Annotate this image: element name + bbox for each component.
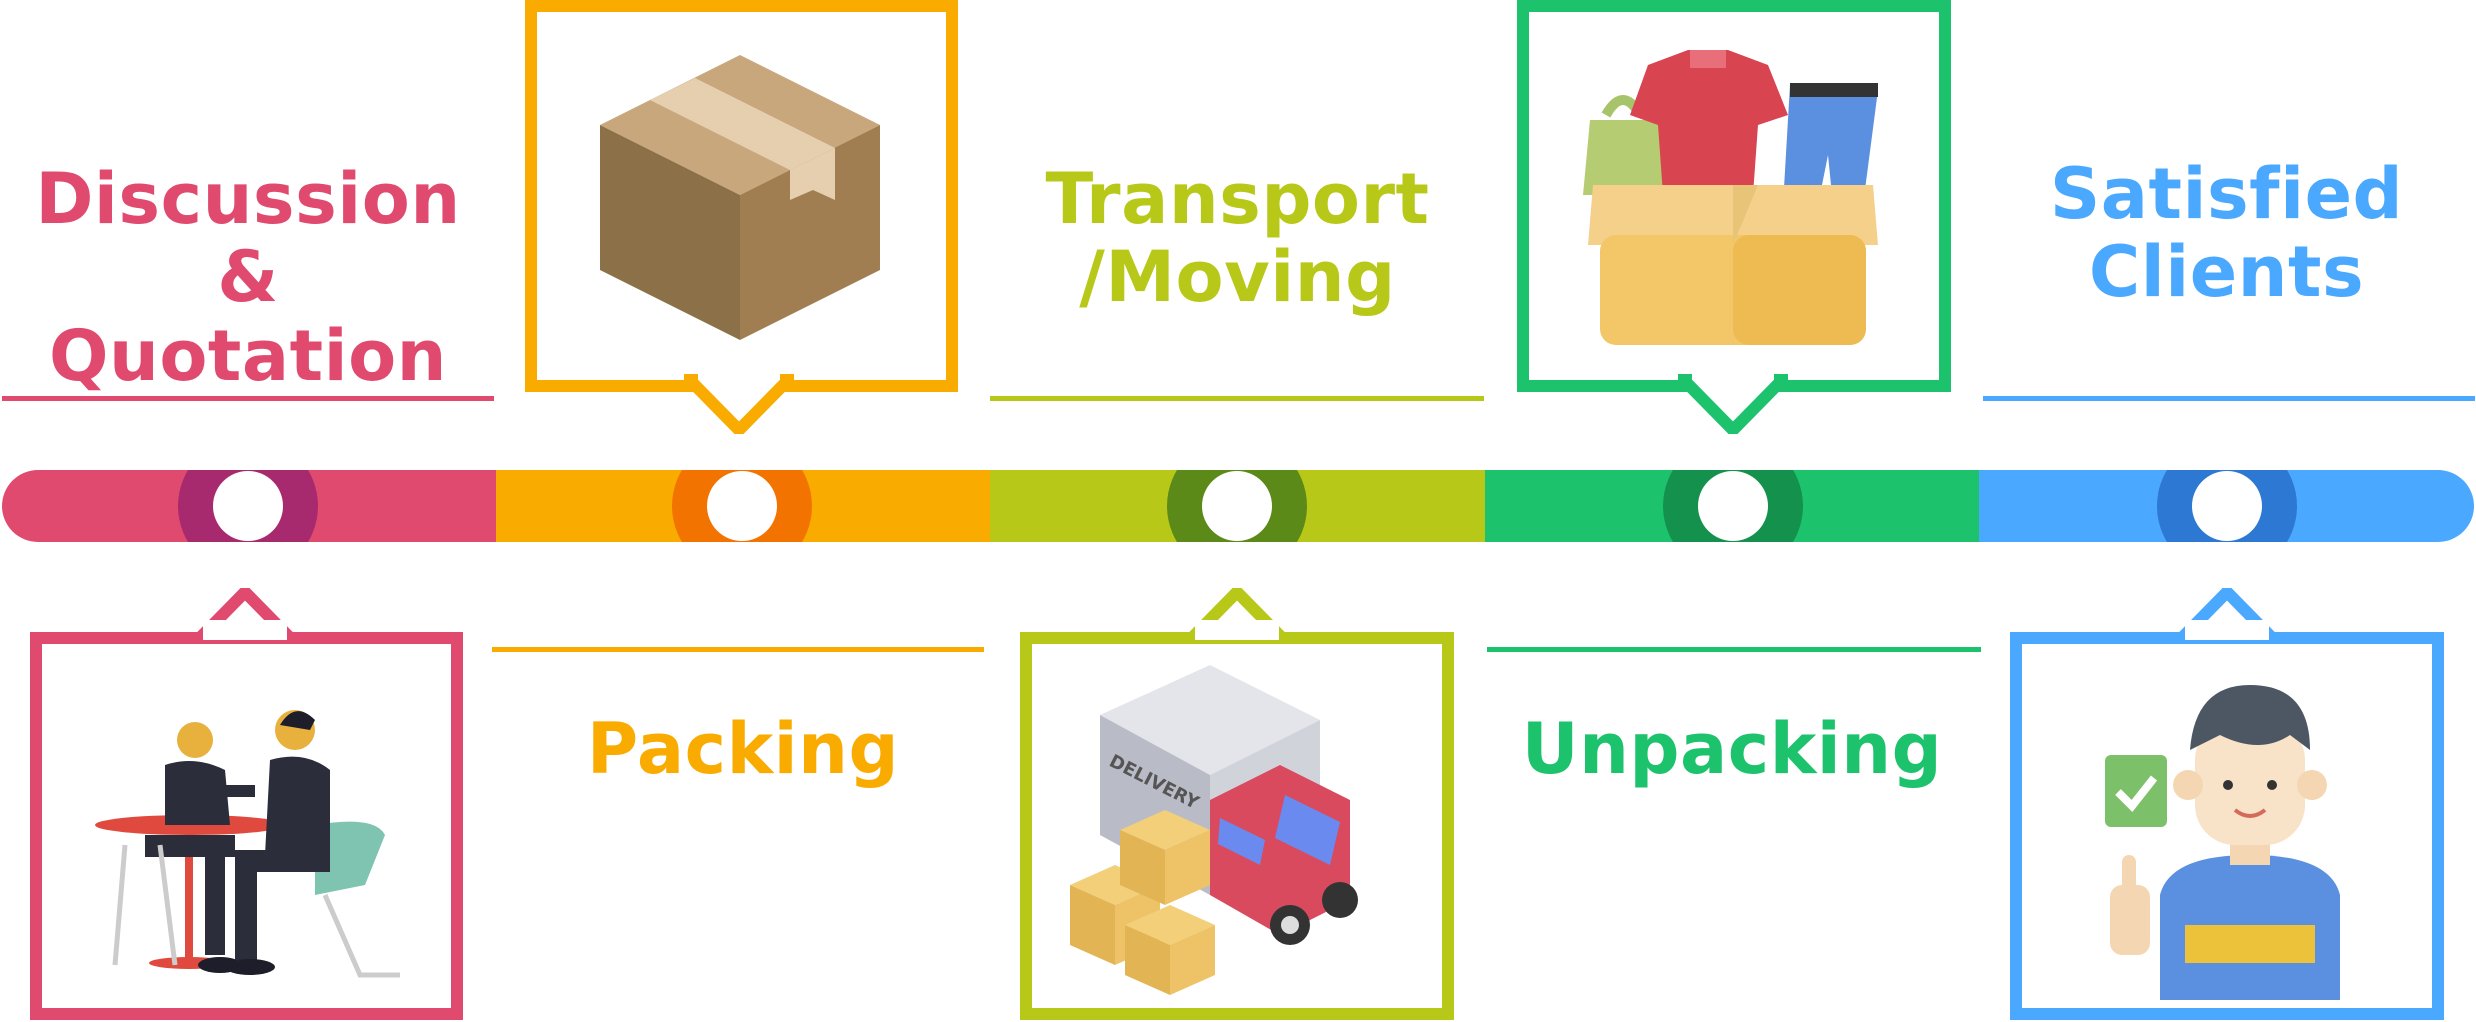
- stage-label-line: Unpacking: [1521, 708, 1943, 790]
- divider-line: [492, 647, 984, 652]
- frame-pointer-mask: [2185, 620, 2269, 640]
- frame-pointer: [684, 374, 794, 434]
- timeline-dot-discussion: [213, 471, 283, 541]
- stage-label-transport: Transport /Moving: [990, 160, 1485, 317]
- timeline-dot-transport: [1202, 471, 1272, 541]
- stage-label-line: Clients: [2088, 231, 2365, 314]
- frame-pointer-mask: [1195, 620, 1279, 640]
- divider-line: [1983, 396, 2475, 401]
- stage-label-line: Transport: [1045, 158, 1430, 240]
- happy-client-icon: [2105, 685, 2340, 1000]
- timeline-dot-unpacking: [1698, 471, 1768, 541]
- timeline-dot-satisfied: [2192, 471, 2262, 541]
- stage-label-line: &: [217, 236, 279, 319]
- divider-line: [2, 396, 494, 401]
- business-meeting-icon: [95, 710, 400, 978]
- timeline-dot-packing: [707, 471, 777, 541]
- open-box-clothes-icon: [1583, 50, 1878, 345]
- stage-label-line: Quotation: [48, 314, 447, 397]
- stage-label-line: Packing: [586, 708, 900, 790]
- stage-label-line: Satisfied: [2049, 153, 2404, 235]
- divider-line: [990, 396, 1484, 401]
- stage-label-packing: Packing: [496, 708, 990, 790]
- divider-line: [1487, 647, 1981, 652]
- stage-label-line: /Moving: [1079, 236, 1396, 319]
- frame-pointer-mask: [203, 620, 287, 640]
- stage-label-line: Discussion: [35, 158, 461, 240]
- frame-pointer: [1678, 374, 1788, 434]
- stage-label-discussion: Discussion & Quotation: [0, 158, 496, 397]
- delivery-truck-icon: DELIVERY: [1070, 665, 1358, 995]
- cardboard-box-icon: [600, 55, 880, 340]
- stage-label-satisfied: Satisfied Clients: [1979, 155, 2474, 312]
- stage-label-unpacking: Unpacking: [1485, 708, 1979, 790]
